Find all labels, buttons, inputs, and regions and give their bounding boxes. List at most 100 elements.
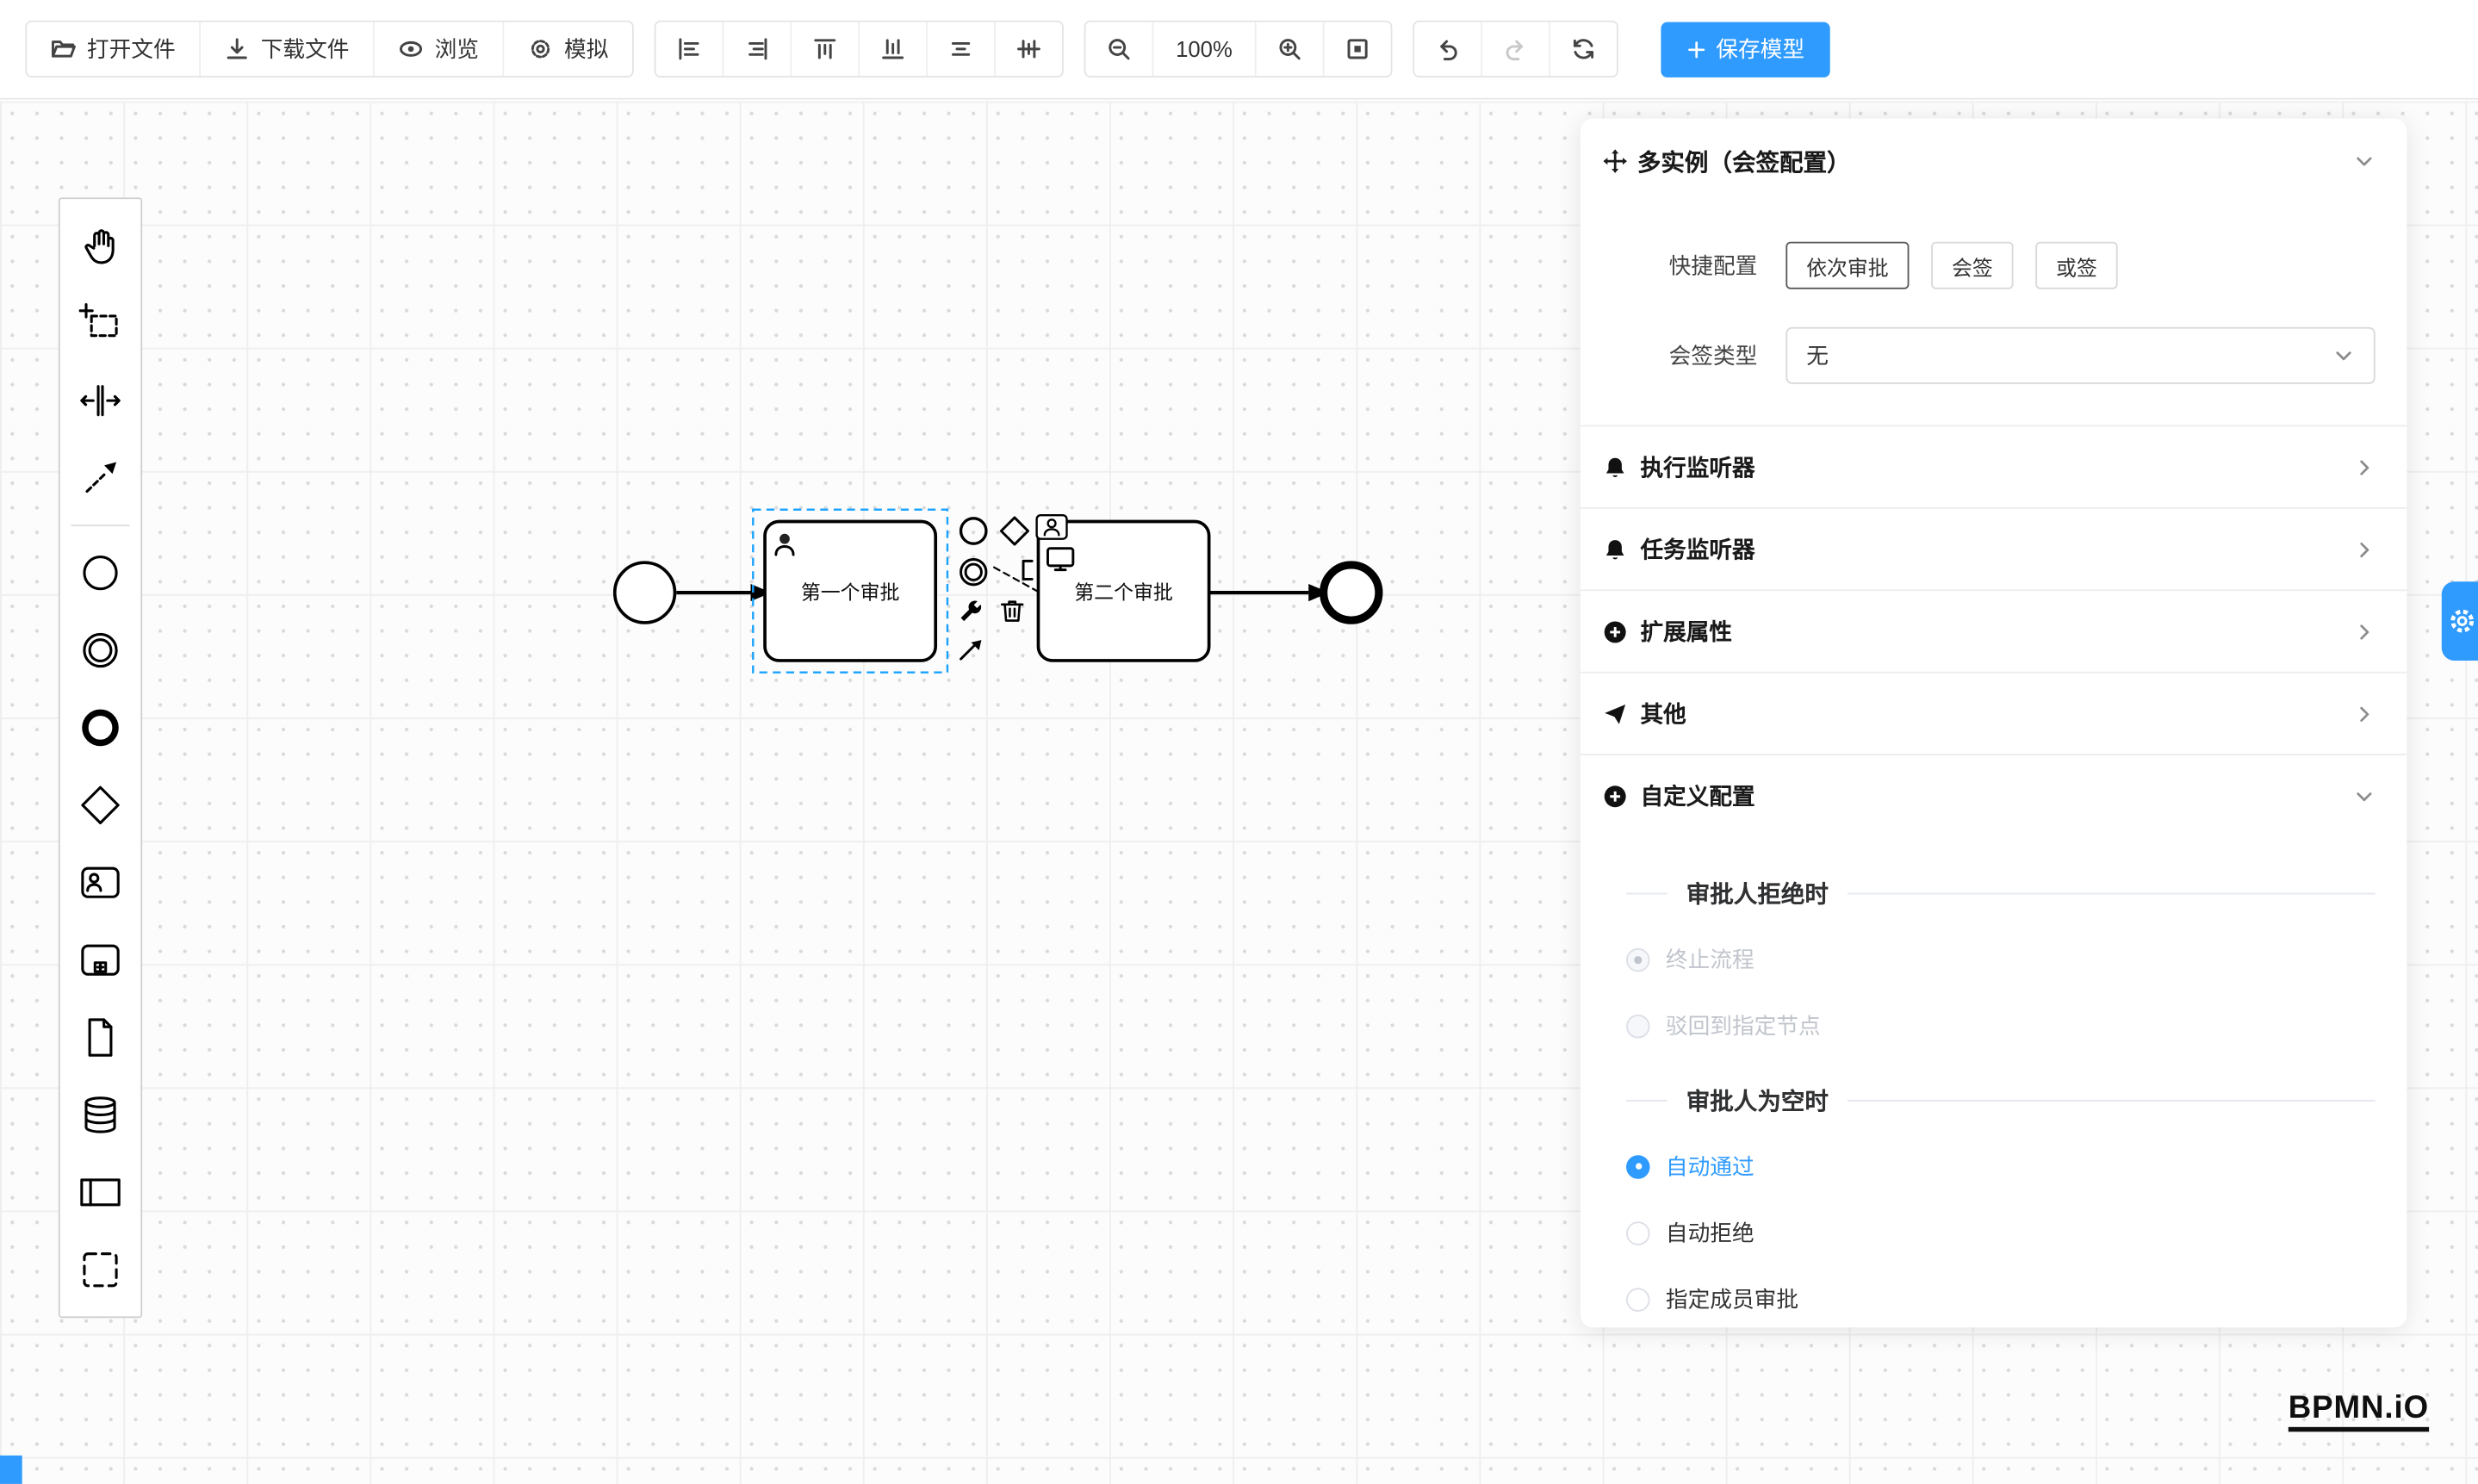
sign-type-label: 会签类型 bbox=[1668, 343, 1758, 369]
collapse-list: 执行监听器 任务监听器 扩展属性 其他 bbox=[1580, 425, 2407, 836]
lasso-tool[interactable] bbox=[65, 284, 136, 362]
radio-assign-member[interactable]: 指定成员审批 bbox=[1626, 1266, 2376, 1332]
hand-tool[interactable] bbox=[65, 207, 136, 284]
zoom-out-button[interactable] bbox=[1085, 22, 1154, 77]
task-second-approval[interactable]: 第二个审批 bbox=[1036, 519, 1211, 662]
data-store-icon bbox=[84, 1096, 116, 1133]
redo-icon bbox=[1506, 40, 1523, 61]
preview-label: 浏览 bbox=[434, 36, 479, 62]
reject-section-title: 审批人拒绝时 bbox=[1626, 877, 2376, 910]
preview-button[interactable]: 浏览 bbox=[374, 22, 505, 77]
task-first-approval[interactable]: 第一个审批 bbox=[763, 519, 938, 662]
connect-preview-line bbox=[993, 566, 1041, 594]
screen-icon bbox=[1046, 547, 1075, 572]
open-file-button[interactable]: 打开文件 bbox=[27, 22, 202, 77]
radio-auto-reject[interactable]: 自动拒绝 bbox=[1626, 1200, 2376, 1266]
bpmn-diagram: 第一个审批 第二个审批 bbox=[612, 508, 1383, 674]
end-event[interactable] bbox=[1320, 561, 1383, 624]
zoom-in-button[interactable] bbox=[1256, 22, 1325, 77]
create-call-activity[interactable] bbox=[65, 922, 136, 999]
create-end-event[interactable] bbox=[65, 689, 136, 767]
align-top-icon bbox=[814, 39, 836, 59]
align-center-vertical-button[interactable] bbox=[995, 22, 1062, 77]
section-extended-properties[interactable]: 扩展属性 bbox=[1580, 589, 2407, 671]
align-right-icon bbox=[748, 38, 767, 60]
chip-sequential-approval[interactable]: 依次审批 bbox=[1786, 241, 1910, 289]
align-bottom-button[interactable] bbox=[860, 22, 928, 77]
sequence-flow-2[interactable] bbox=[1208, 583, 1330, 602]
create-data-object[interactable] bbox=[65, 999, 136, 1077]
undo-button[interactable] bbox=[1413, 22, 1482, 77]
section-others[interactable]: 其他 bbox=[1580, 671, 2407, 754]
align-bottom-icon bbox=[882, 39, 904, 59]
open-file-label: 打开文件 bbox=[86, 36, 176, 62]
align-center-horizontal-button[interactable] bbox=[928, 22, 996, 77]
save-model-button[interactable]: 保存模型 bbox=[1661, 21, 1830, 77]
gear-icon bbox=[531, 40, 550, 59]
space-tool-icon bbox=[80, 385, 121, 417]
zoom-level: 100% bbox=[1153, 22, 1257, 77]
simulate-button[interactable]: 模拟 bbox=[504, 22, 632, 77]
undo-icon bbox=[1439, 40, 1457, 61]
quick-config-label: 快捷配置 bbox=[1668, 252, 1758, 278]
text-annotation-icon[interactable] bbox=[1022, 559, 1034, 581]
section-task-listener[interactable]: 任务监听器 bbox=[1580, 506, 2407, 589]
global-connect-tool[interactable] bbox=[65, 439, 136, 517]
download-file-button[interactable]: 下载文件 bbox=[201, 22, 375, 77]
trash-icon[interactable] bbox=[1000, 600, 1024, 622]
append-intermediate-event-icon[interactable] bbox=[960, 558, 988, 587]
append-end-event-icon[interactable] bbox=[959, 517, 988, 545]
fit-viewport-icon bbox=[1347, 39, 1368, 59]
open-folder-icon bbox=[51, 40, 76, 58]
append-user-task-icon[interactable] bbox=[1035, 513, 1068, 540]
radio-terminate-process: 终止流程 bbox=[1626, 926, 2376, 992]
radio-dot bbox=[1626, 1014, 1650, 1038]
redo-button[interactable] bbox=[1481, 22, 1550, 77]
panel-header[interactable]: 多实例（会签配置） bbox=[1581, 119, 2407, 204]
refresh-button[interactable] bbox=[1550, 22, 1617, 77]
quick-config-row: 快捷配置 依次审批 会签 或签 bbox=[1581, 241, 2407, 289]
radio-dot bbox=[1626, 947, 1650, 972]
bpmn-canvas[interactable]: 第一个审批 第二个审批 bbox=[0, 101, 2478, 1484]
create-group[interactable] bbox=[65, 1231, 136, 1308]
wrench-icon[interactable] bbox=[960, 600, 982, 622]
plus-icon bbox=[1687, 40, 1705, 58]
section-custom-config[interactable]: 自定义配置 bbox=[1580, 754, 2407, 835]
task2-label: 第二个审批 bbox=[1074, 581, 1173, 603]
radio-dot bbox=[1626, 1220, 1650, 1245]
chip-countersign[interactable]: 会签 bbox=[1931, 241, 2014, 289]
multi-instance-icon bbox=[1603, 149, 1627, 173]
radio-auto-pass[interactable]: 自动通过 bbox=[1626, 1133, 2376, 1200]
settings-tab[interactable] bbox=[2441, 581, 2478, 661]
create-participant[interactable] bbox=[65, 1153, 136, 1231]
chevron-down-icon bbox=[2357, 792, 2372, 801]
sign-type-select[interactable]: 无 bbox=[1786, 326, 2376, 384]
end-event-icon bbox=[82, 709, 119, 747]
radio-return-to-node: 驳回到指定节点 bbox=[1626, 992, 2376, 1059]
bell-icon bbox=[1605, 539, 1624, 559]
radio-dot bbox=[1626, 1154, 1650, 1178]
create-start-event[interactable] bbox=[65, 534, 136, 612]
align-right-button[interactable] bbox=[724, 22, 792, 77]
append-gateway-icon[interactable] bbox=[999, 516, 1030, 546]
selection-outline bbox=[752, 508, 949, 674]
refresh-icon bbox=[1573, 39, 1593, 59]
gateway-icon bbox=[81, 785, 120, 825]
create-intermediate-event[interactable] bbox=[65, 612, 136, 689]
create-data-store[interactable] bbox=[65, 1077, 136, 1154]
create-gateway[interactable] bbox=[65, 767, 136, 844]
custom-config-content: 审批人拒绝时 终止流程 驳回到指定节点 审批人为空时 bbox=[1581, 836, 2407, 1348]
bpmn-io-watermark[interactable]: BPMN.iO bbox=[2288, 1391, 2430, 1432]
history-group bbox=[1412, 20, 1618, 78]
sequence-flow-1[interactable] bbox=[676, 583, 772, 602]
chip-or-sign[interactable]: 或签 bbox=[2035, 241, 2118, 289]
start-event[interactable] bbox=[612, 561, 677, 624]
align-top-button[interactable] bbox=[792, 22, 860, 77]
connect-icon[interactable] bbox=[960, 640, 982, 661]
create-user-task[interactable] bbox=[65, 844, 136, 922]
space-tool[interactable] bbox=[65, 362, 136, 439]
chevron-down-icon bbox=[2336, 351, 2351, 361]
section-execution-listener[interactable]: 执行监听器 bbox=[1580, 425, 2407, 507]
align-left-button[interactable] bbox=[655, 22, 724, 77]
fit-viewport-button[interactable] bbox=[1324, 22, 1391, 77]
